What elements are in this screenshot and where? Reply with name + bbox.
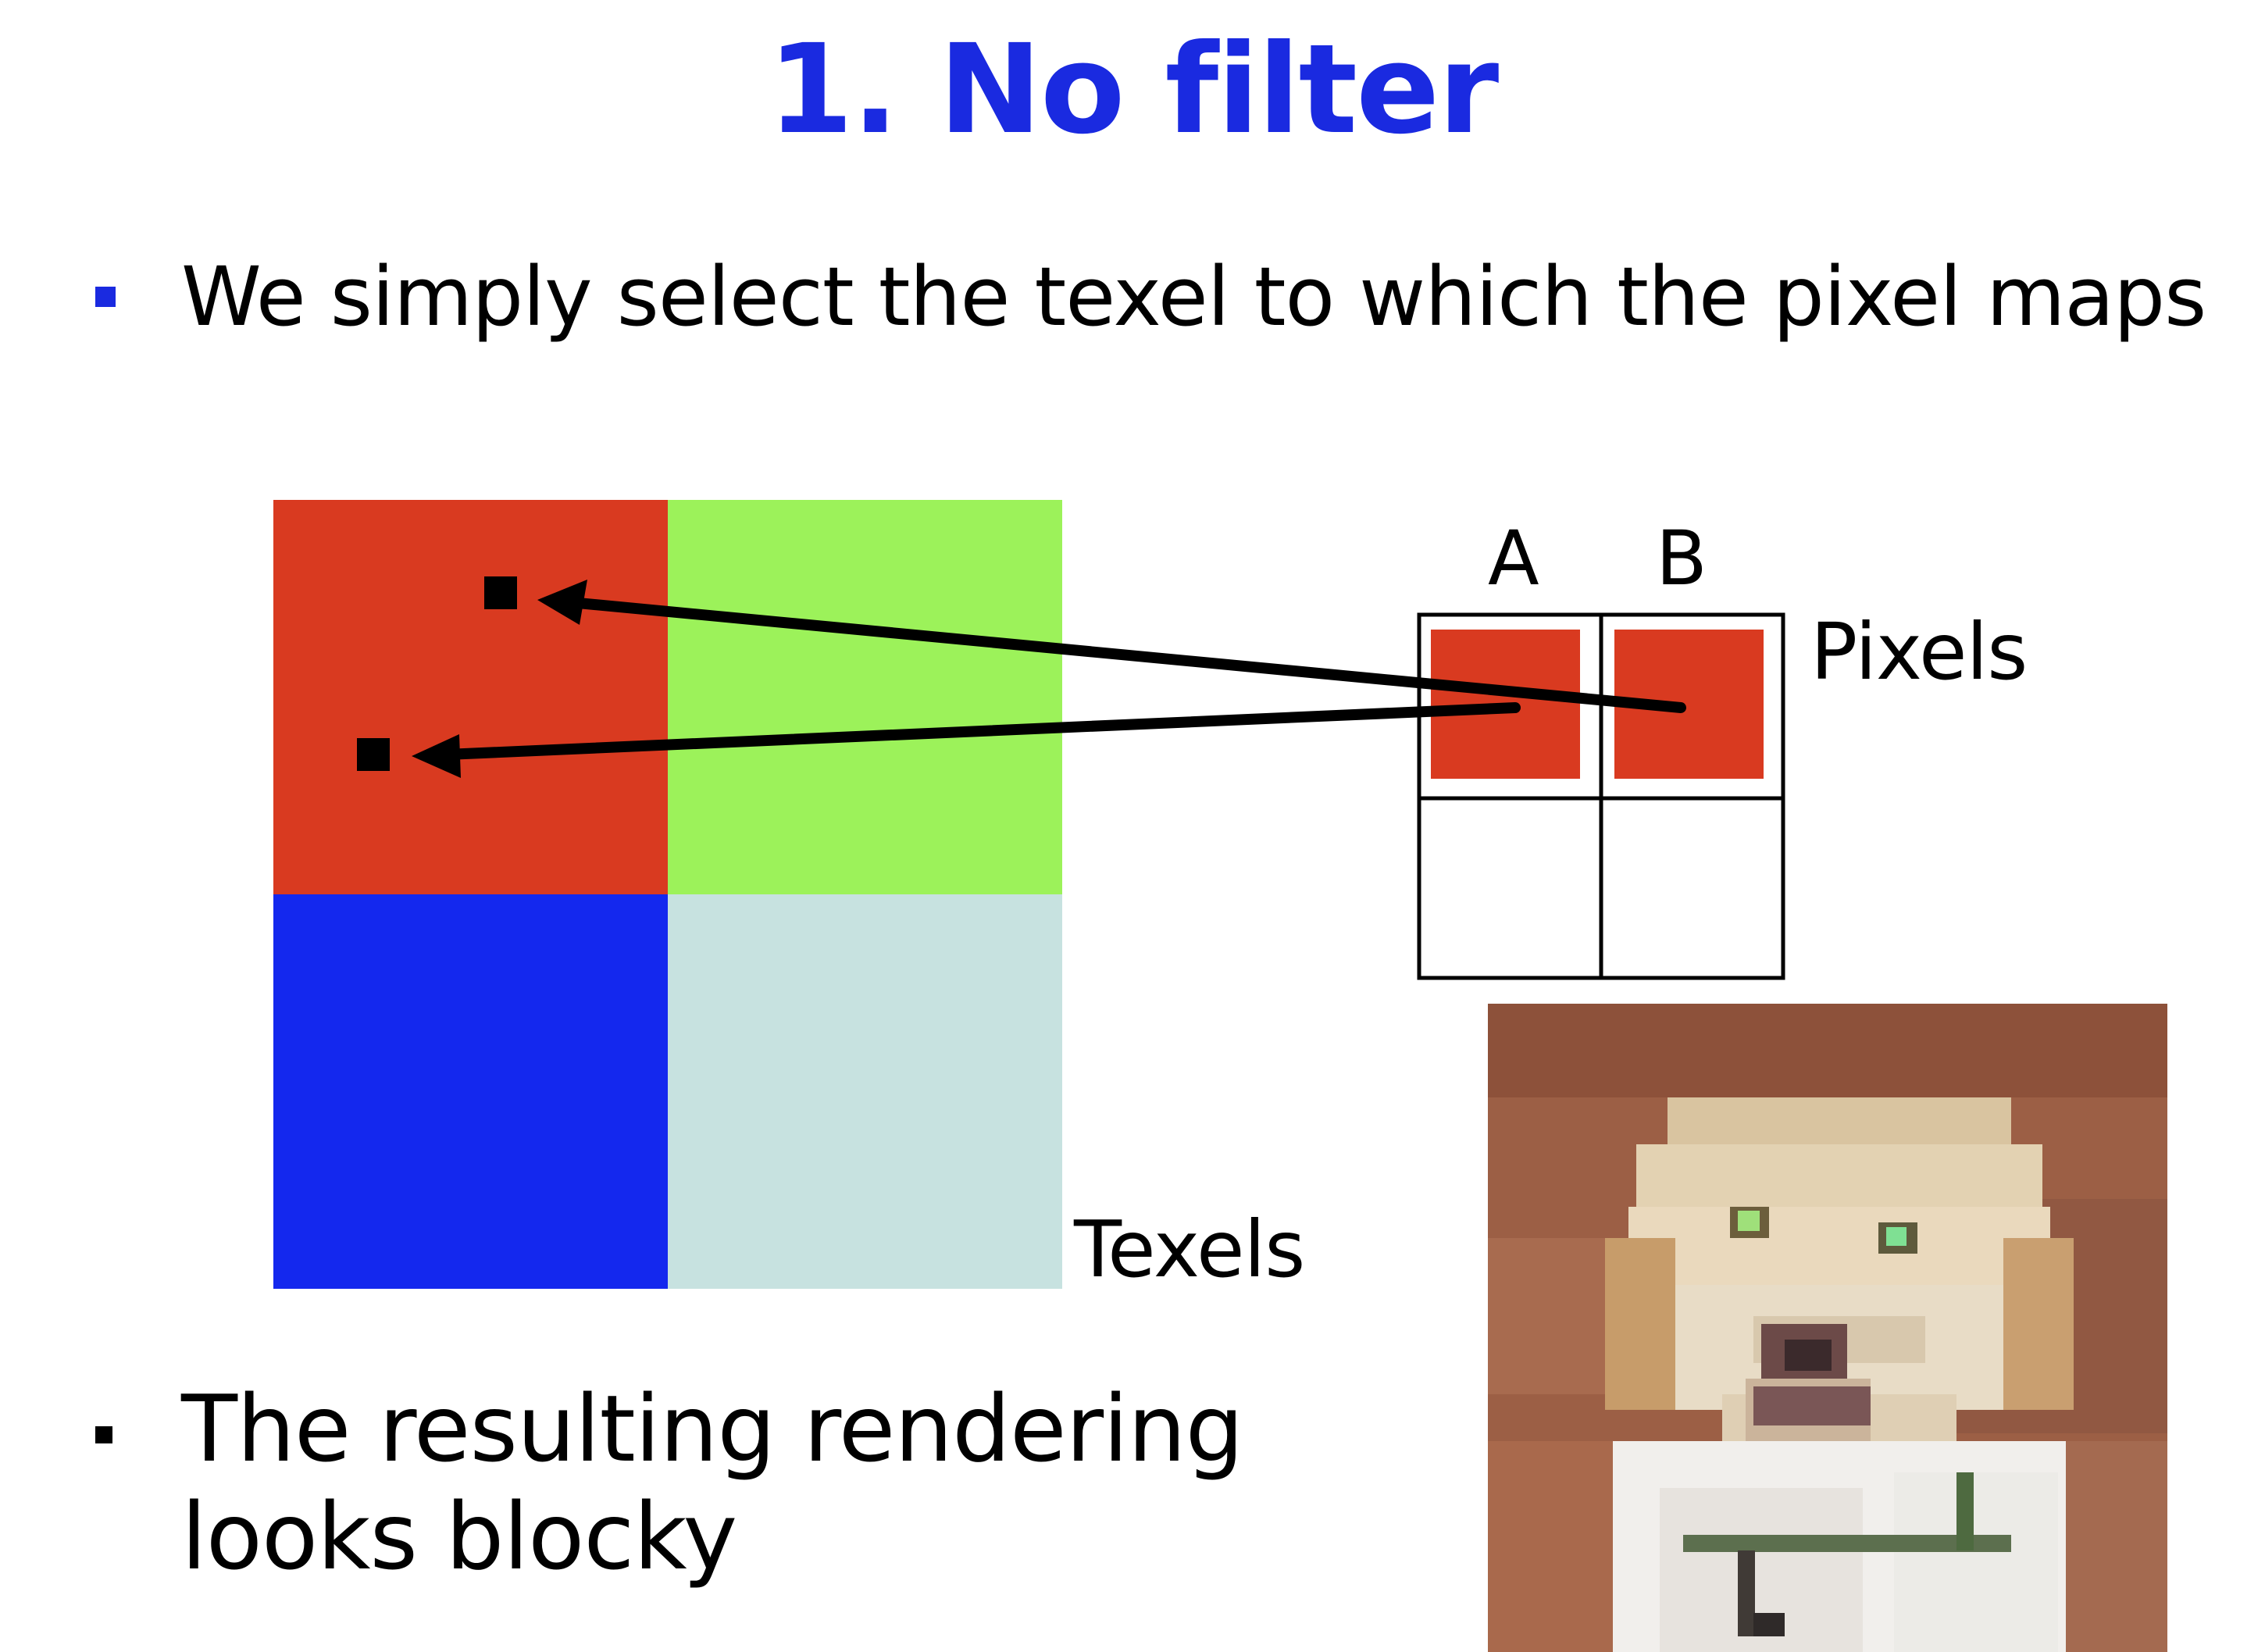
texels-label: Texels — [1074, 1204, 1305, 1295]
texel-green — [668, 500, 1062, 894]
texel-blue — [273, 894, 668, 1289]
bullet-text-2-line-2: looks blocky — [181, 1483, 737, 1590]
pixelated-dog-image — [1488, 1004, 2167, 1652]
bullet-marker-2 — [95, 1426, 112, 1443]
mapping-arrow-a — [412, 702, 1521, 778]
bullet-text-1: We simply select the texel to which the … — [181, 249, 2206, 344]
bullet-marker-1 — [95, 287, 116, 307]
bullet-text-2: The resulting rendering looks blocky — [181, 1375, 1244, 1590]
texel-grid — [273, 500, 1062, 1289]
bullet-text-2-line-1: The resulting rendering — [181, 1375, 1244, 1483]
pixel-grid-lines — [1417, 612, 1785, 980]
texel-light-teal — [668, 894, 1062, 1289]
slide-title: 1. No filter — [767, 18, 1499, 162]
pixels-label: Pixels — [1810, 606, 2028, 698]
texel-red — [273, 500, 668, 894]
pixel-column-a-label: A — [1488, 515, 1539, 602]
mapping-arrow-b — [537, 580, 1686, 713]
texel-sample-point-upper — [484, 576, 517, 609]
pixel-column-b-label: B — [1656, 515, 1707, 602]
texel-sample-point-lower — [357, 738, 390, 771]
